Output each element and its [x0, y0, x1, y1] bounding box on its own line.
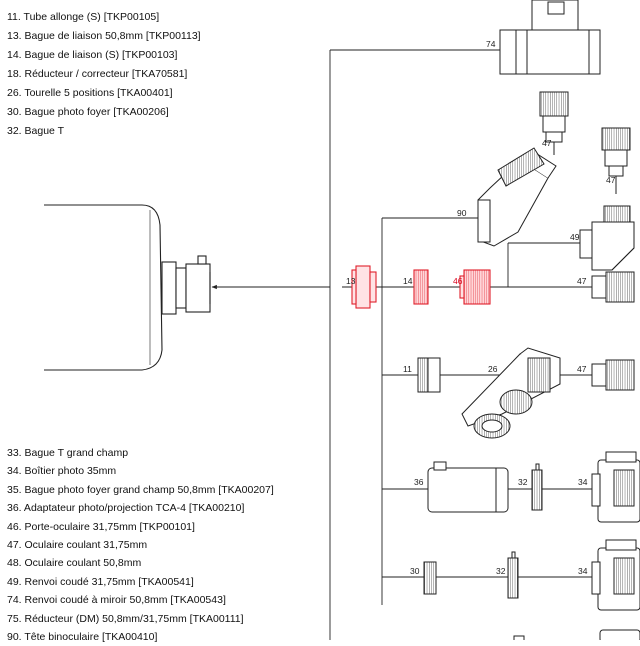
callout-46: 46	[453, 276, 463, 286]
callout-34: 34	[578, 477, 588, 487]
legend-item: 35. Bague photo foyer grand champ 50,8mm…	[7, 483, 274, 496]
camera-34a	[591, 451, 640, 523]
eyepiece-47-main	[591, 271, 635, 303]
legend-item: 33. Bague T grand champ	[7, 447, 129, 459]
binocular-head-90	[477, 147, 557, 247]
legend-item: 32. Bague T	[7, 125, 65, 137]
callout-47: 47	[542, 138, 552, 148]
callout-14: 14	[403, 276, 413, 286]
callout-90: 90	[457, 208, 467, 218]
callout-30: 30	[410, 566, 420, 576]
callout-47: 47	[577, 276, 587, 286]
legend-item: 75. Réducteur (DM) 50,8mm/31,75mm [TKA00…	[7, 612, 244, 625]
star-diagonal-49	[579, 205, 635, 271]
callout-34: 34	[578, 566, 588, 576]
eyepiece-47-right	[601, 127, 631, 194]
callout-26: 26	[488, 364, 498, 374]
telescope-body	[44, 204, 211, 371]
legend-item: 46. Porte-oculaire 31,75mm [TKP00101]	[7, 520, 195, 533]
ring-14	[413, 269, 429, 305]
legend-item: 34. Boîtier photo 35mm	[7, 465, 117, 478]
photo-adapter-36	[427, 461, 509, 513]
legend-item: 74. Renvoi coudé à miroir 50,8mm [TKA005…	[7, 594, 226, 607]
t-ring-32b	[507, 551, 519, 599]
callout-32: 32	[518, 477, 528, 487]
camera-34b	[591, 539, 640, 611]
callout-49: 49	[570, 232, 580, 242]
eyepiece-47-top	[539, 91, 569, 155]
eyepiece-47-turret	[591, 359, 635, 391]
mirror-diagonal-74	[499, 0, 601, 75]
legend-item: 47. Oculaire coulant 31,75mm	[7, 538, 148, 551]
legend-item: 18. Réducteur / correcteur [TKA70581]	[7, 68, 188, 80]
extension-tube-11	[417, 357, 441, 393]
callout-74: 74	[486, 39, 496, 49]
legend-item: 11. Tube allonge (S) [TKP00105]	[7, 11, 160, 23]
legend-item: 30. Bague photo foyer [TKA00206]	[7, 106, 169, 118]
ring-13	[351, 265, 377, 309]
callout-11: 11	[403, 364, 412, 374]
callout-13: 13	[346, 276, 356, 286]
callout-32: 32	[496, 566, 506, 576]
legend-item: 48. Oculaire coulant 50,8mm	[7, 557, 142, 570]
legend-item: 14. Bague de liaison (S) [TKP00103]	[7, 49, 178, 61]
partial-part-bottom	[513, 629, 640, 640]
turret-26	[461, 347, 561, 439]
legend-item: 13. Bague de liaison 50,8mm [TKP00113]	[7, 30, 201, 42]
t-ring-32a	[531, 463, 543, 511]
callout-36: 36	[414, 477, 424, 487]
legend-bottom-list: 33. Bague T grand champ 34. Boîtier phot…	[7, 444, 274, 646]
legend-item: 36. Adaptateur photo/projection TCA-4 [T…	[7, 502, 245, 515]
eyepiece-holder-46	[459, 269, 491, 305]
legend-item: 26. Tourelle 5 positions [TKA00401]	[7, 87, 173, 99]
photo-ring-30	[423, 561, 437, 595]
legend-top-list: 11. Tube allonge (S) [TKP00105] 13. Bagu…	[7, 8, 201, 141]
legend-item: 49. Renvoi coudé 31,75mm [TKA00541]	[7, 575, 194, 588]
callout-47: 47	[577, 364, 587, 374]
callout-47: 47	[606, 175, 616, 185]
